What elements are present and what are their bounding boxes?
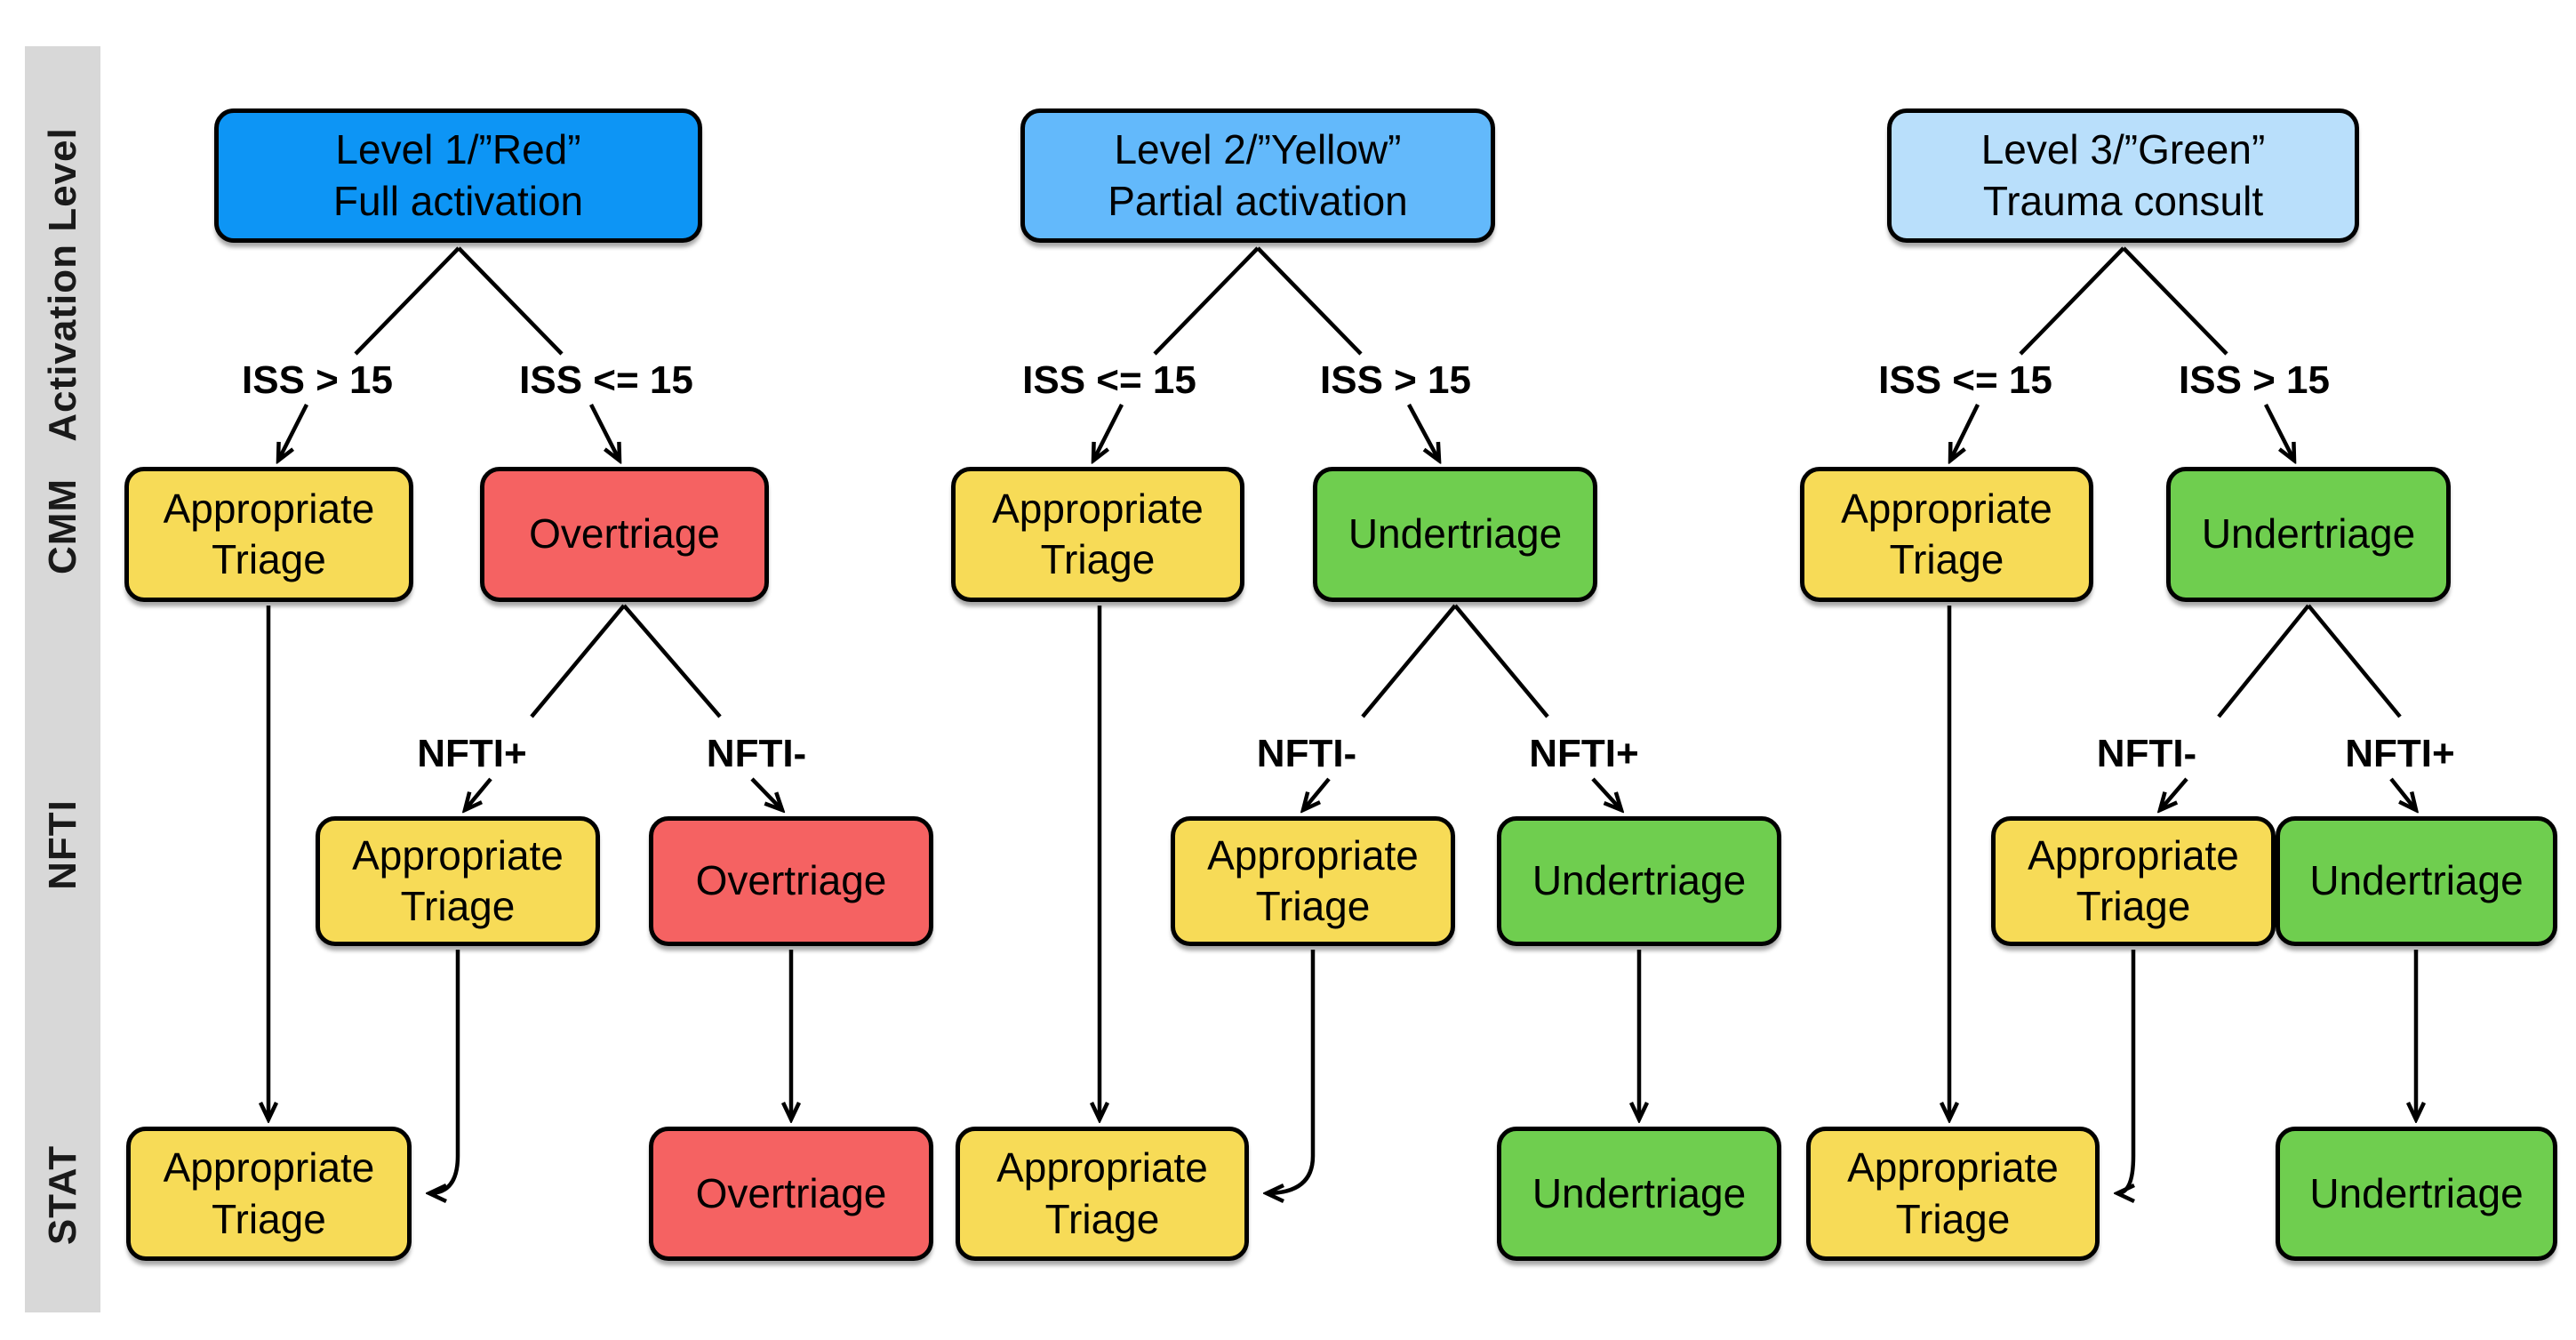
cmm-appropriate-triage-3: Appropriate Triage: [1800, 467, 2093, 602]
nfti-undertriage-2-label: Undertriage: [1532, 857, 1747, 904]
nfti-label-3-left: NFTI-: [2096, 732, 2197, 775]
level-2-line1: Level 2/”Yellow”: [1114, 126, 1402, 173]
nfti-overtriage-1: Overtriage: [649, 816, 933, 946]
nfti-label-1-left: NFTI+: [417, 732, 527, 775]
level-3-box: Level 3/”Green”Trauma consult: [1887, 108, 2359, 243]
stat-appropriate-triage-2-label: Appropriate Triage: [996, 1144, 1208, 1242]
nfti-label-1-right: NFTI-: [706, 732, 807, 775]
row-label-stat: STAT: [41, 1144, 84, 1246]
iss-label-2-right: ISS > 15: [1319, 358, 1472, 402]
cmm-appropriate-triage-1: Appropriate Triage: [124, 467, 413, 602]
row-label-nfti: NFTI: [41, 799, 84, 890]
level-2-line2: Partial activation: [1108, 177, 1408, 224]
nfti-appropriate-triage-2-label: Appropriate Triage: [1207, 831, 1419, 930]
cmm-appropriate-triage-2-label: Appropriate Triage: [992, 485, 1204, 583]
cmm-overtriage-1: Overtriage: [480, 467, 769, 602]
iss-label-3-right: ISS > 15: [2178, 358, 2331, 402]
level-1-line2: Full activation: [332, 177, 584, 224]
nfti-appropriate-triage-1: Appropriate Triage: [316, 816, 600, 946]
stat-appropriate-triage-3-label: Appropriate Triage: [1847, 1144, 2059, 1242]
cmm-appropriate-triage-2: Appropriate Triage: [951, 467, 1244, 602]
stat-appropriate-triage-1: Appropriate Triage: [126, 1127, 412, 1261]
nfti-label-3-right: NFTI+: [2345, 732, 2455, 775]
cmm-appropriate-triage-1-label: Appropriate Triage: [163, 485, 375, 583]
level-1-box: Level 1/”Red”Full activation: [214, 108, 702, 243]
stat-appropriate-triage-3: Appropriate Triage: [1806, 1127, 2100, 1261]
nfti-label-2-left: NFTI-: [1256, 732, 1357, 775]
row-label-cmm: CMM: [41, 477, 84, 575]
stat-undertriage-3-label: Undertriage: [2309, 1169, 2524, 1216]
nfti-appropriate-triage-1-label: Appropriate Triage: [352, 831, 564, 930]
nfti-appropriate-triage-3-label: Appropriate Triage: [2028, 831, 2239, 930]
stat-appropriate-triage-1-label: Appropriate Triage: [163, 1144, 375, 1242]
nfti-appropriate-triage-2: Appropriate Triage: [1171, 816, 1455, 946]
stat-undertriage-2: Undertriage: [1497, 1127, 1781, 1261]
level-3-line1: Level 3/”Green”: [1980, 126, 2266, 173]
iss-label-3-left: ISS <= 15: [1878, 358, 2052, 402]
cmm-appropriate-triage-3-label: Appropriate Triage: [1841, 485, 2052, 583]
stat-overtriage-1-label: Overtriage: [695, 1169, 887, 1216]
cmm-undertriage-2: Undertriage: [1313, 467, 1597, 602]
row-label-band: Activation Level CMM NFTI STAT: [25, 46, 100, 1312]
level-2-box: Level 2/”Yellow”Partial activation: [1020, 108, 1495, 243]
nfti-overtriage-1-label: Overtriage: [695, 857, 887, 904]
nfti-undertriage-3-label: Undertriage: [2309, 857, 2524, 904]
nfti-appropriate-triage-3: Appropriate Triage: [1991, 816, 2276, 946]
cmm-overtriage-1-label: Overtriage: [529, 510, 720, 558]
stat-overtriage-1: Overtriage: [649, 1127, 933, 1261]
stat-appropriate-triage-2: Appropriate Triage: [956, 1127, 1249, 1261]
stat-undertriage-3: Undertriage: [2276, 1127, 2557, 1261]
cmm-undertriage-3-label: Undertriage: [2201, 510, 2416, 558]
cmm-undertriage-2-label: Undertriage: [1348, 510, 1563, 558]
iss-label-2-left: ISS <= 15: [1022, 358, 1196, 402]
level-3-line2: Trauma consult: [1982, 177, 2264, 224]
nfti-undertriage-3: Undertriage: [2276, 816, 2557, 946]
iss-label-1-right: ISS <= 15: [519, 358, 693, 402]
nfti-undertriage-2: Undertriage: [1497, 816, 1781, 946]
iss-label-1-left: ISS > 15: [241, 358, 394, 402]
nfti-label-2-right: NFTI+: [1529, 732, 1639, 775]
cmm-undertriage-3: Undertriage: [2166, 467, 2451, 602]
stat-undertriage-2-label: Undertriage: [1532, 1169, 1747, 1216]
level-1-line1: Level 1/”Red”: [335, 126, 581, 173]
row-label-activation-level: Activation Level: [41, 127, 84, 442]
